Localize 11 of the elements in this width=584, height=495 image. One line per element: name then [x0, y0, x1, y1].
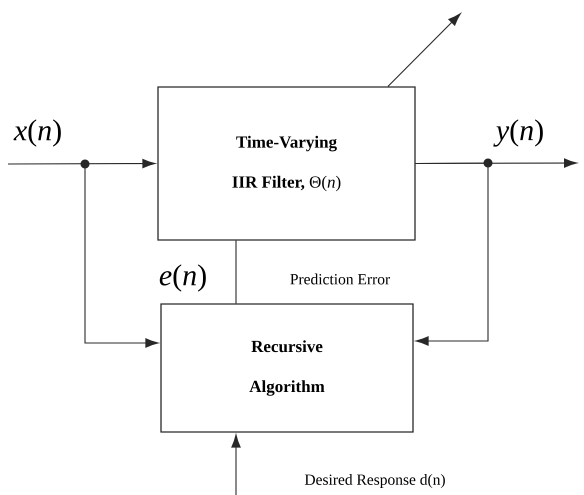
signal-label: y(n) [493, 119, 543, 147]
arrow [8, 158, 156, 168]
arrow [388, 13, 461, 87]
edge-label: e(n) [158, 263, 208, 293]
process-box: Time-Varying IIR Filter, Θ(n) [157, 86, 416, 241]
arrow [416, 162, 489, 346]
signal-label: x(n) [14, 119, 61, 147]
arrow [231, 434, 241, 495]
edge-label: Desired Response d(n) [303, 472, 447, 490]
text-label: Prediction Error [290, 274, 390, 284]
process-box: Recursive Algorithm [160, 303, 414, 433]
